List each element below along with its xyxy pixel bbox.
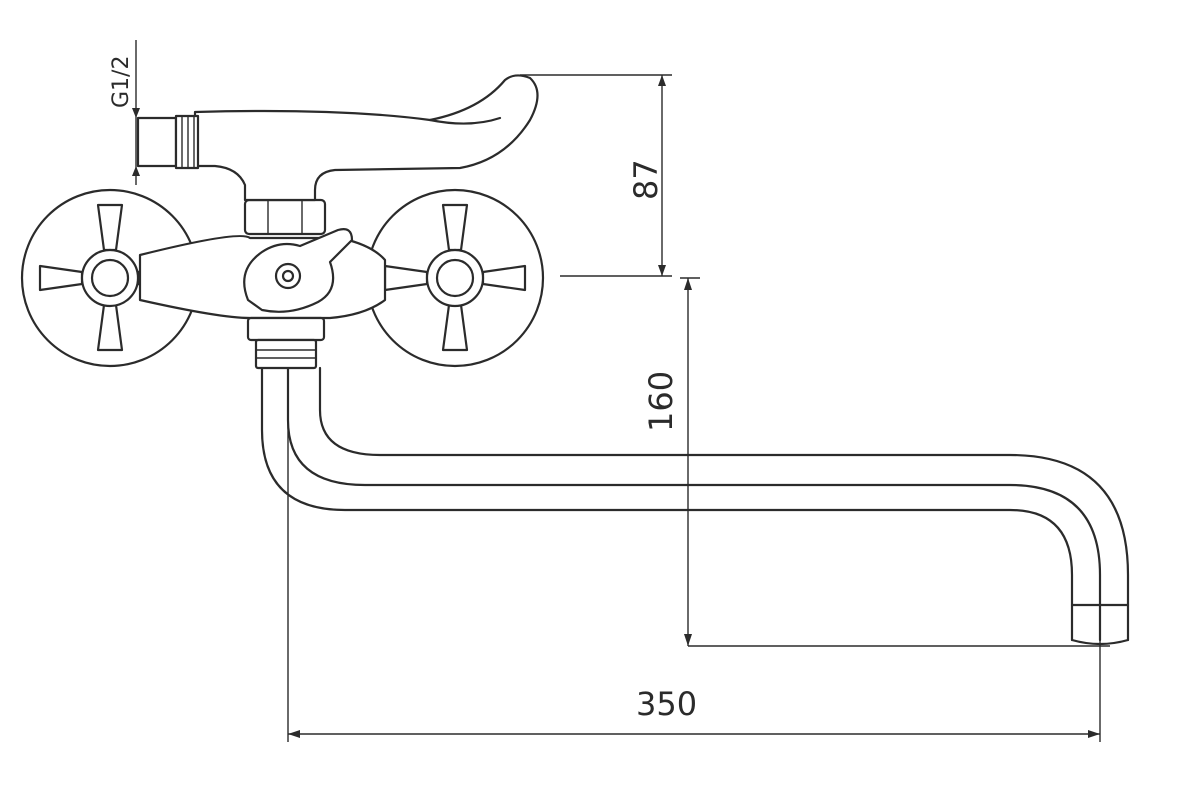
dimension-350: 350 — [287, 370, 1101, 742]
dimension-160: 160 — [642, 277, 1110, 647]
reach-label: 350 — [636, 685, 697, 723]
height-top-label: 87 — [627, 159, 665, 200]
diverter-lever — [243, 228, 354, 313]
dimension-thread: G1/2 — [109, 40, 140, 185]
height-spout-label: 160 — [642, 371, 680, 432]
shower-outlet — [136, 74, 539, 202]
spout — [260, 366, 1130, 646]
right-valve-handle — [365, 188, 545, 368]
thread-label: G1/2 — [109, 56, 134, 108]
dimension-87: 87 — [520, 74, 672, 277]
